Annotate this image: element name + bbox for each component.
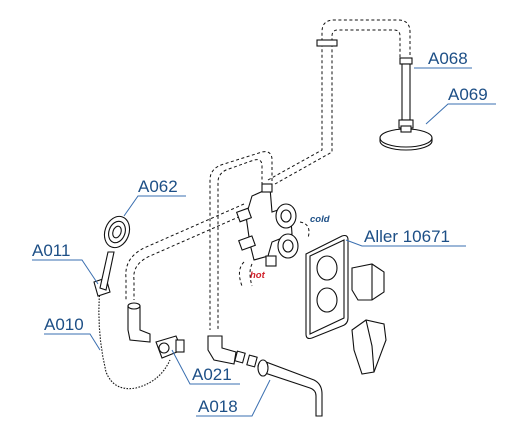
spout-elbow [207, 335, 258, 368]
label-a021: A021 [192, 365, 232, 384]
cold-label: cold [310, 214, 330, 225]
label-a062: A062 [138, 177, 178, 196]
part-labels: A068 A069 A062 A011 A010 A021 A018 Aller… [32, 49, 496, 417]
mixer-handles [351, 263, 387, 375]
hand-shower [99, 215, 131, 291]
label-a069: A069 [448, 85, 488, 104]
label-a018: A018 [198, 397, 238, 416]
shower-arm [398, 57, 414, 129]
label-a010: A010 [44, 315, 84, 334]
mixer-valve-body [235, 183, 299, 267]
wall-connector [155, 335, 185, 359]
label-aller-10671: Aller 10671 [364, 227, 450, 246]
bath-spout [257, 359, 323, 417]
water-inlets [238, 221, 310, 287]
hot-label: hot [250, 270, 266, 281]
wall-outlet [127, 302, 151, 343]
hand-shower-supply-pipe [125, 203, 251, 300]
shower-hose [98, 287, 171, 390]
label-a011: A011 [32, 241, 70, 260]
label-a068: A068 [428, 49, 468, 68]
spout-supply-pipe [209, 151, 273, 330]
cover-plate [305, 234, 349, 340]
overhead-pipe [267, 19, 411, 185]
rain-shower-head [379, 125, 433, 151]
